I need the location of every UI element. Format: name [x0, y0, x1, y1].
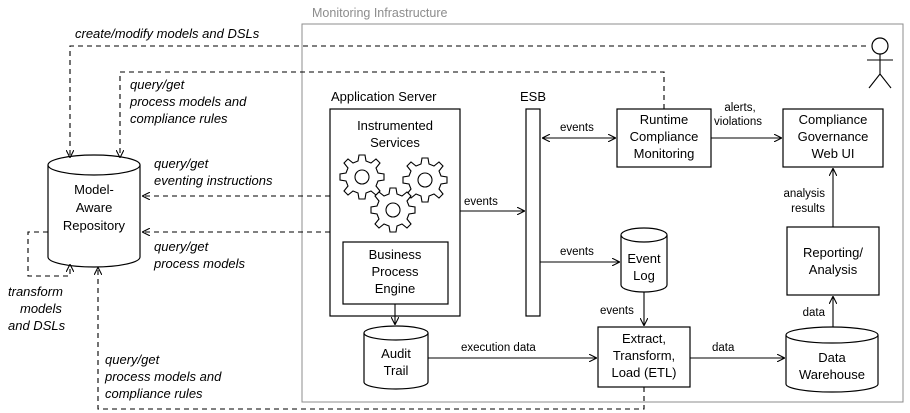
edge-label-query-rules-top-1: query/get [130, 77, 186, 92]
bpe-label-1: Business [369, 247, 422, 262]
dw-label-2: Warehouse [799, 367, 865, 382]
bpe-label-3: Engine [375, 281, 415, 296]
edge-label-alerts-2: violations [714, 116, 762, 128]
audit-label-1: Audit [381, 346, 411, 361]
esb-bus [525, 108, 541, 317]
edge-label-analysis-1: analysis [783, 188, 825, 200]
rcm-label-3: Monitoring [634, 146, 695, 161]
edge-label-alerts-1: alerts, [724, 102, 755, 114]
edge-etl-query-rules [98, 268, 645, 410]
event-log-label-2: Log [633, 268, 655, 283]
edge-user-create-modify [70, 45, 866, 157]
etl-label-3: Load (ETL) [611, 365, 676, 380]
edge-transform-loop [27, 231, 70, 277]
repository-label-1: Model- [74, 182, 114, 197]
edge-label-execution-data: execution data [461, 342, 536, 354]
audit-trail: Audit Trail [363, 325, 429, 390]
edge-label-transform-2: models [20, 301, 62, 316]
audit-label-2: Trail [384, 363, 409, 378]
frame-title: Monitoring Infrastructure [312, 6, 448, 20]
instrumented-label-2: Services [370, 135, 420, 150]
gear-icon [370, 187, 416, 233]
edge-label-analysis-2: results [791, 203, 825, 215]
compliance-governance-web-ui [782, 108, 884, 168]
edge-label-query-rules-bottom-3: compliance rules [105, 386, 203, 401]
edge-label-events-esb-rcm: events [560, 122, 594, 134]
edge-label-query-models-1: query/get [154, 239, 210, 254]
reporting-label-2: Analysis [809, 262, 858, 277]
repository-label-2: Aware [76, 200, 113, 215]
business-process-engine [342, 241, 449, 305]
cgui-label-2: Governance [798, 129, 869, 144]
edge-label-query-eventing-1: query/get [154, 156, 210, 171]
edge-label-query-eventing-2: eventing instructions [154, 173, 273, 188]
dw-label-1: Data [818, 350, 846, 365]
edge-label-transform-3: and DSLs [8, 318, 66, 333]
etl-box [597, 326, 691, 388]
repository-label-3: Repository [63, 218, 126, 233]
rcm-label-2: Compliance [630, 129, 699, 144]
edge-label-data-dw-rep: data [803, 307, 826, 319]
model-aware-repository: Model- Aware Repository [47, 154, 141, 268]
runtime-compliance-monitoring [616, 108, 712, 168]
event-log: Event Log [620, 227, 668, 293]
gear-icon [339, 154, 385, 200]
reporting-label-1: Reporting/ [803, 245, 863, 260]
esb-label: ESB [520, 89, 546, 104]
edge-rcm-query-rules [120, 71, 665, 157]
event-log-label-1: Event [627, 251, 661, 266]
edge-label-events-log-etl: events [600, 305, 634, 317]
bpe-label-2: Process [372, 264, 419, 279]
application-server-title: Application Server [331, 89, 437, 104]
etl-label-2: Transform, [613, 348, 675, 363]
cgui-label-3: Web UI [811, 146, 854, 161]
edge-label-events-esb-log: events [560, 246, 594, 258]
edge-label-create-modify: create/modify models and DSLs [75, 26, 260, 41]
edge-label-query-rules-top-3: compliance rules [130, 111, 228, 126]
instrumented-label-1: Instrumented [357, 118, 433, 133]
rcm-label-1: Runtime [640, 112, 688, 127]
edge-label-events-app-esb: events [464, 196, 498, 208]
edge-label-query-rules-bottom-2: process models and [104, 369, 222, 384]
reporting-analysis [786, 226, 880, 296]
edge-label-query-rules-top-2: process models and [129, 94, 247, 109]
user-actor-icon [867, 37, 893, 89]
edge-label-data-etl-dw: data [712, 342, 735, 354]
edge-label-query-rules-bottom-1: query/get [105, 352, 161, 367]
data-warehouse: Data Warehouse [785, 326, 879, 393]
monitoring-infrastructure-frame [301, 23, 904, 403]
edge-label-query-models-2: process models [153, 256, 246, 271]
etl-label-1: Extract, [622, 331, 666, 346]
edge-label-transform-1: transform [8, 284, 63, 299]
cgui-label-1: Compliance [799, 112, 868, 127]
